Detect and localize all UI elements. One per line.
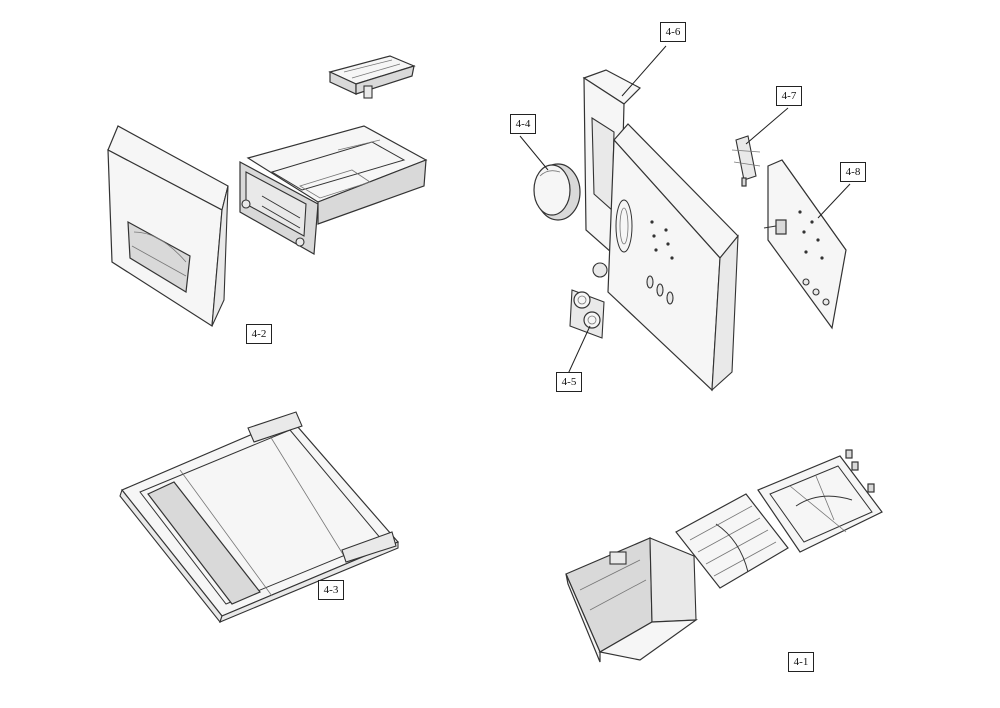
selector-switch-part (731, 135, 761, 187)
part-label-4-7: 4-7 (776, 86, 802, 106)
drawer-housing-part (565, 449, 883, 663)
leader-lines (519, 45, 851, 375)
part-label-4-3: 4-3 (318, 580, 344, 600)
top-tray-part (119, 411, 399, 624)
part-label-4-4: 4-4 (510, 114, 536, 134)
part-label-4-5: 4-5 (556, 372, 582, 392)
part-label-4-1: 4-1 (788, 652, 814, 672)
program-knob-part (533, 163, 581, 221)
drawer-top-insert-part (328, 55, 416, 99)
dispenser-door-part (107, 125, 229, 328)
part-label-4-6: 4-6 (660, 22, 686, 42)
detergent-drawer-part (239, 125, 428, 255)
part-label-4-8: 4-8 (840, 162, 866, 182)
button-block-part (569, 289, 605, 339)
control-pcb-part (763, 159, 847, 330)
control-panel-part (582, 69, 739, 392)
part-label-4-2: 4-2 (246, 324, 272, 344)
